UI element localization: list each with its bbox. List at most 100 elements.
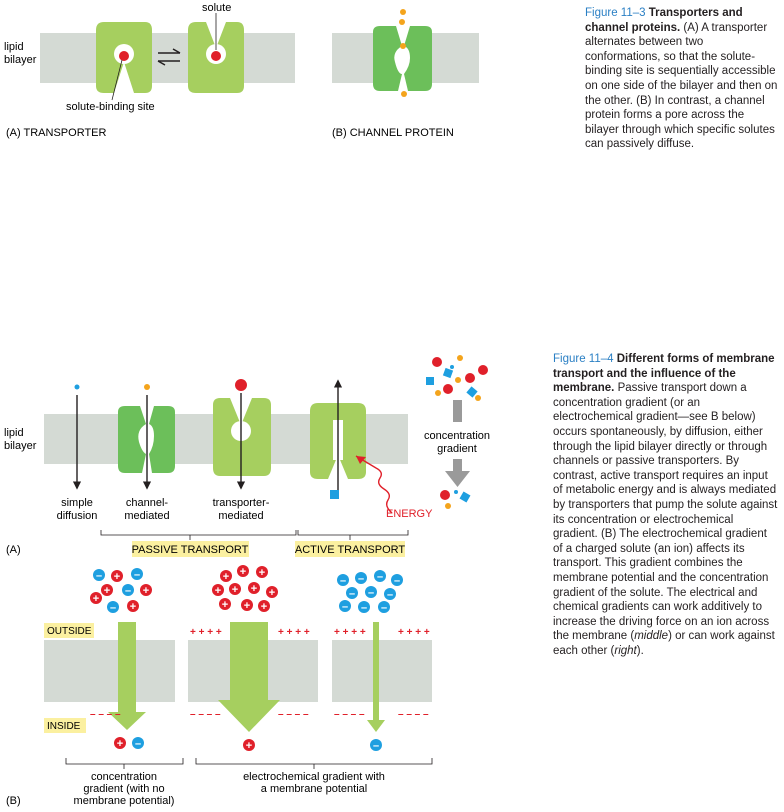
gradient-arrow-left [108,622,146,730]
membrane-charges: + + + + + + + + + + + + + + + + – – – – … [90,627,430,720]
svg-text:–: – [340,575,346,587]
svg-text:–: – [373,740,379,752]
inside-label: INSIDE [47,721,81,732]
svg-text:–: – [368,587,374,599]
caption-mid2: ) or can work against each other ( [553,630,775,657]
panel-a-transporter-label: (A) TRANSPORTER [6,127,106,139]
channel-label: channel- [126,497,169,509]
svg-text:+: + [246,740,252,752]
figure-11-4-number: Figure 11–4 [553,353,614,365]
inside-badge [44,718,86,733]
svg-text:–: – [134,569,140,581]
svg-text:+: + [130,601,136,613]
bilayer-fig4b-left [44,640,175,702]
conc-label: concentration [424,430,490,442]
panel-b-channel-label: (B) CHANNEL PROTEIN [332,127,454,139]
mediated-label: mediated [124,510,169,522]
svg-text:+: + [269,587,275,599]
plus-row-mid-right: + + + + [278,627,310,638]
passive-transport-label: PASSIVE TRANSPORT [132,544,249,556]
svg-text:–: – [394,575,400,587]
binding-site-pointer [111,59,123,101]
figure-11-3-title: Transporters and channel proteins. [585,7,743,34]
caption-end: ). [636,644,644,657]
b-right-bracket [195,758,433,765]
outside-badge [44,623,94,638]
figure-11-4a-diagram: lipid bilayer simple diffusion channel- … [4,355,490,557]
bilayer-fig4b-right [332,640,432,702]
svg-text:+: + [215,585,221,597]
b-left-line3: membrane potential) [74,795,175,807]
svg-text:–: – [342,601,348,613]
energy-arrow [355,455,393,514]
svg-text:–: – [377,571,383,583]
active-transport-badge [295,541,405,557]
energy-label: ENERGY [386,508,433,520]
plus-row-mid-left: + + + + [190,627,222,638]
minus-row-right-left: – – – – [334,709,365,720]
outside-label: OUTSIDE [47,626,92,637]
passive-transport-badge [132,541,249,557]
b-left-line2: gradient (with no [83,783,164,795]
svg-text:–: – [387,589,393,601]
lipid-label-4a: lipid [4,427,24,439]
active-transport-label: ACTIVE TRANSPORT [295,544,406,556]
b-left-line1: concentration [91,771,157,783]
caption-right: right [614,644,637,657]
plus-row-right-left: + + + + [334,627,366,638]
simple-label: simple [61,497,93,509]
figure-11-3-caption: Figure 11–3 Transporters and channel pro… [585,6,780,152]
concentration-gradient-legend: concentration gradient [424,355,490,509]
panel-b-label: (B) [6,795,21,807]
svg-text:–: – [125,585,131,597]
svg-text:–: – [135,738,141,750]
bilayer-fig3-a [40,33,295,83]
b-right-line2: a membrane potential [261,783,367,795]
transporter-conformation-2 [188,13,244,93]
active-solute [330,490,339,499]
svg-text:+: + [143,585,149,597]
svg-text:+: + [244,600,250,612]
channel-protein-fig3 [373,9,432,97]
minus-row-mid-right: – – – – [278,709,309,720]
transporter-solute [235,379,247,391]
diffusion-label: diffusion [57,510,98,522]
minus-row-mid-left: – – – – [190,709,221,720]
caption-middle: middle [634,630,669,643]
transporter-conformation-1 [96,22,152,93]
svg-text:+: + [93,593,99,605]
bilayer-label-4a: bilayer [4,440,37,452]
channel-solute [144,384,150,390]
transporter-fig4 [213,398,271,476]
svg-text:–: – [381,602,387,614]
figure-11-3-diagram: lipid bilayer solute solute-binding site [4,2,479,139]
svg-text:+: + [240,566,246,578]
svg-text:–: – [349,588,355,600]
gradient-arrow-middle [218,622,280,732]
bound-solute [119,51,129,61]
svg-text:+: + [114,571,120,583]
ion-cloud-middle: + + + + + + + + + + [212,565,278,613]
svg-text:–: – [358,573,364,585]
transporter-label: transporter- [213,497,270,509]
minus-row-left: – – – – [90,709,121,720]
gradient-arrow-right [367,622,385,732]
b-left-bracket [65,758,184,765]
active-bracket [297,530,409,536]
ion-right-inside: – [370,739,382,752]
svg-text:+: + [223,571,229,583]
svg-text:+: + [259,567,265,579]
panel-a-label: (A) [6,544,21,556]
bilayer-label: bilayer [4,54,37,66]
svg-text:+: + [117,738,123,750]
figure-11-4-title: Different forms of membrane transport an… [553,353,775,395]
ion-cloud-left: – + – + – + + – + [90,568,152,614]
lipid-label: lipid [4,41,24,53]
figure-11-3-body: (A) A transporter alternates between two… [585,21,778,151]
binding-site-label: solute-binding site [66,101,155,113]
svg-text:–: – [96,570,102,582]
plus-row-right-right: + + + + [398,627,430,638]
solute-dot [211,51,221,61]
ion-middle-inside: + [243,739,255,752]
